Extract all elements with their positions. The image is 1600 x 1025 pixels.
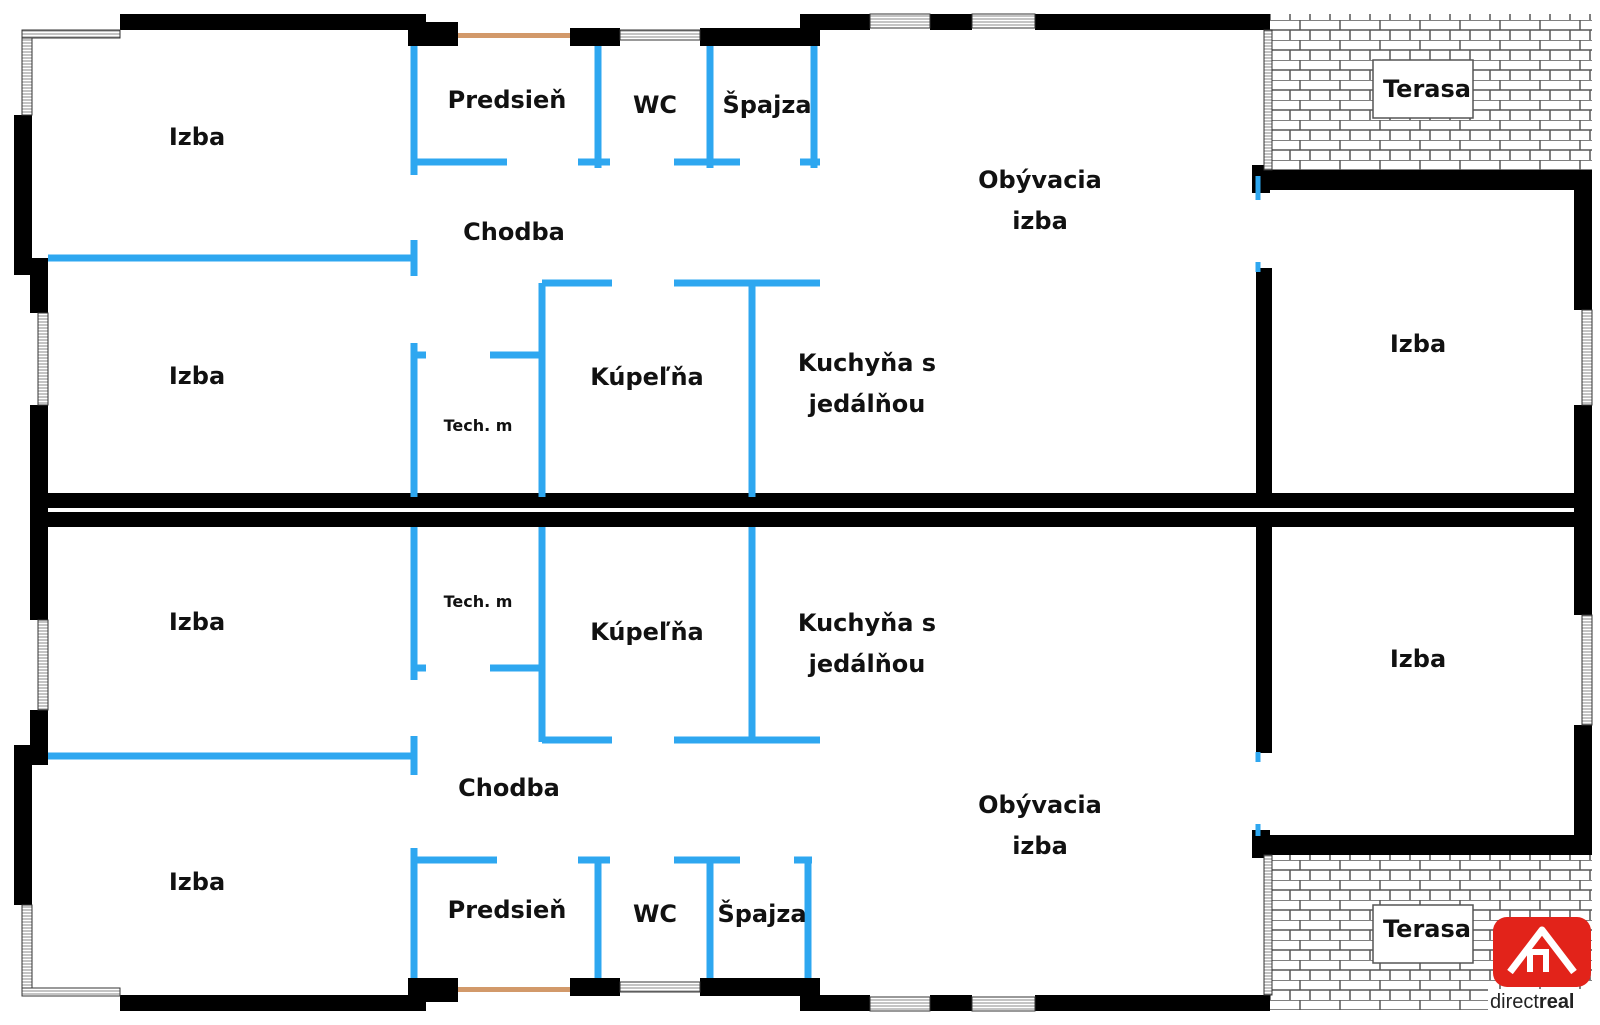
label-bot-izba-sw: Izba bbox=[169, 868, 225, 896]
outer-walls bbox=[14, 14, 1592, 1011]
label-bot-terasa: Terasa bbox=[1383, 915, 1471, 943]
label-bot-kuchyna-2: jedálňou bbox=[808, 650, 926, 678]
label-top-spajza: Špajza bbox=[722, 89, 811, 119]
logo-brand-light: direct bbox=[1490, 991, 1539, 1013]
entrance-door-bottom bbox=[458, 987, 570, 992]
label-top-obyvacia-2: izba bbox=[1012, 207, 1068, 235]
logo-brand-bold: real bbox=[1539, 991, 1575, 1013]
interior-partitions bbox=[48, 46, 1261, 978]
label-top-chodba: Chodba bbox=[463, 218, 565, 246]
label-bot-spajza: Špajza bbox=[717, 898, 806, 928]
label-top-kuchyna-2: jedálňou bbox=[808, 390, 926, 418]
label-top-kupelna: Kúpeľňa bbox=[590, 363, 704, 391]
svg-text:directreal: directreal bbox=[1490, 991, 1575, 1013]
label-bot-obyvacia-2: izba bbox=[1012, 832, 1068, 860]
label-bot-izba-e: Izba bbox=[1390, 645, 1446, 673]
label-top-tech: Tech. m bbox=[444, 416, 513, 435]
label-bot-kuchyna-1: Kuchyňa s bbox=[798, 609, 936, 637]
label-bot-kupelna: Kúpeľňa bbox=[590, 618, 704, 646]
label-bot-predsien: Predsieň bbox=[448, 896, 567, 924]
windows bbox=[21, 13, 1593, 1012]
terrace-top bbox=[1270, 14, 1592, 174]
label-top-kuchyna-1: Kuchyňa s bbox=[798, 349, 936, 377]
label-top-predsien: Predsieň bbox=[448, 86, 567, 114]
label-top-izba-w: Izba bbox=[169, 362, 225, 390]
label-top-wc: WC bbox=[633, 91, 677, 119]
label-top-izba-e: Izba bbox=[1390, 330, 1446, 358]
label-top-izba-nw: Izba bbox=[169, 123, 225, 151]
label-bot-izba-w: Izba bbox=[169, 608, 225, 636]
label-bot-chodba: Chodba bbox=[458, 774, 560, 802]
entrance-door-top bbox=[458, 33, 570, 38]
label-bot-tech: Tech. m bbox=[444, 592, 513, 611]
label-top-obyvacia-1: Obývacia bbox=[978, 166, 1102, 194]
label-bot-wc: WC bbox=[633, 900, 677, 928]
label-bot-obyvacia-1: Obývacia bbox=[978, 791, 1102, 819]
directreal-logo: directreal bbox=[1488, 917, 1594, 1013]
label-top-terasa: Terasa bbox=[1383, 75, 1471, 103]
